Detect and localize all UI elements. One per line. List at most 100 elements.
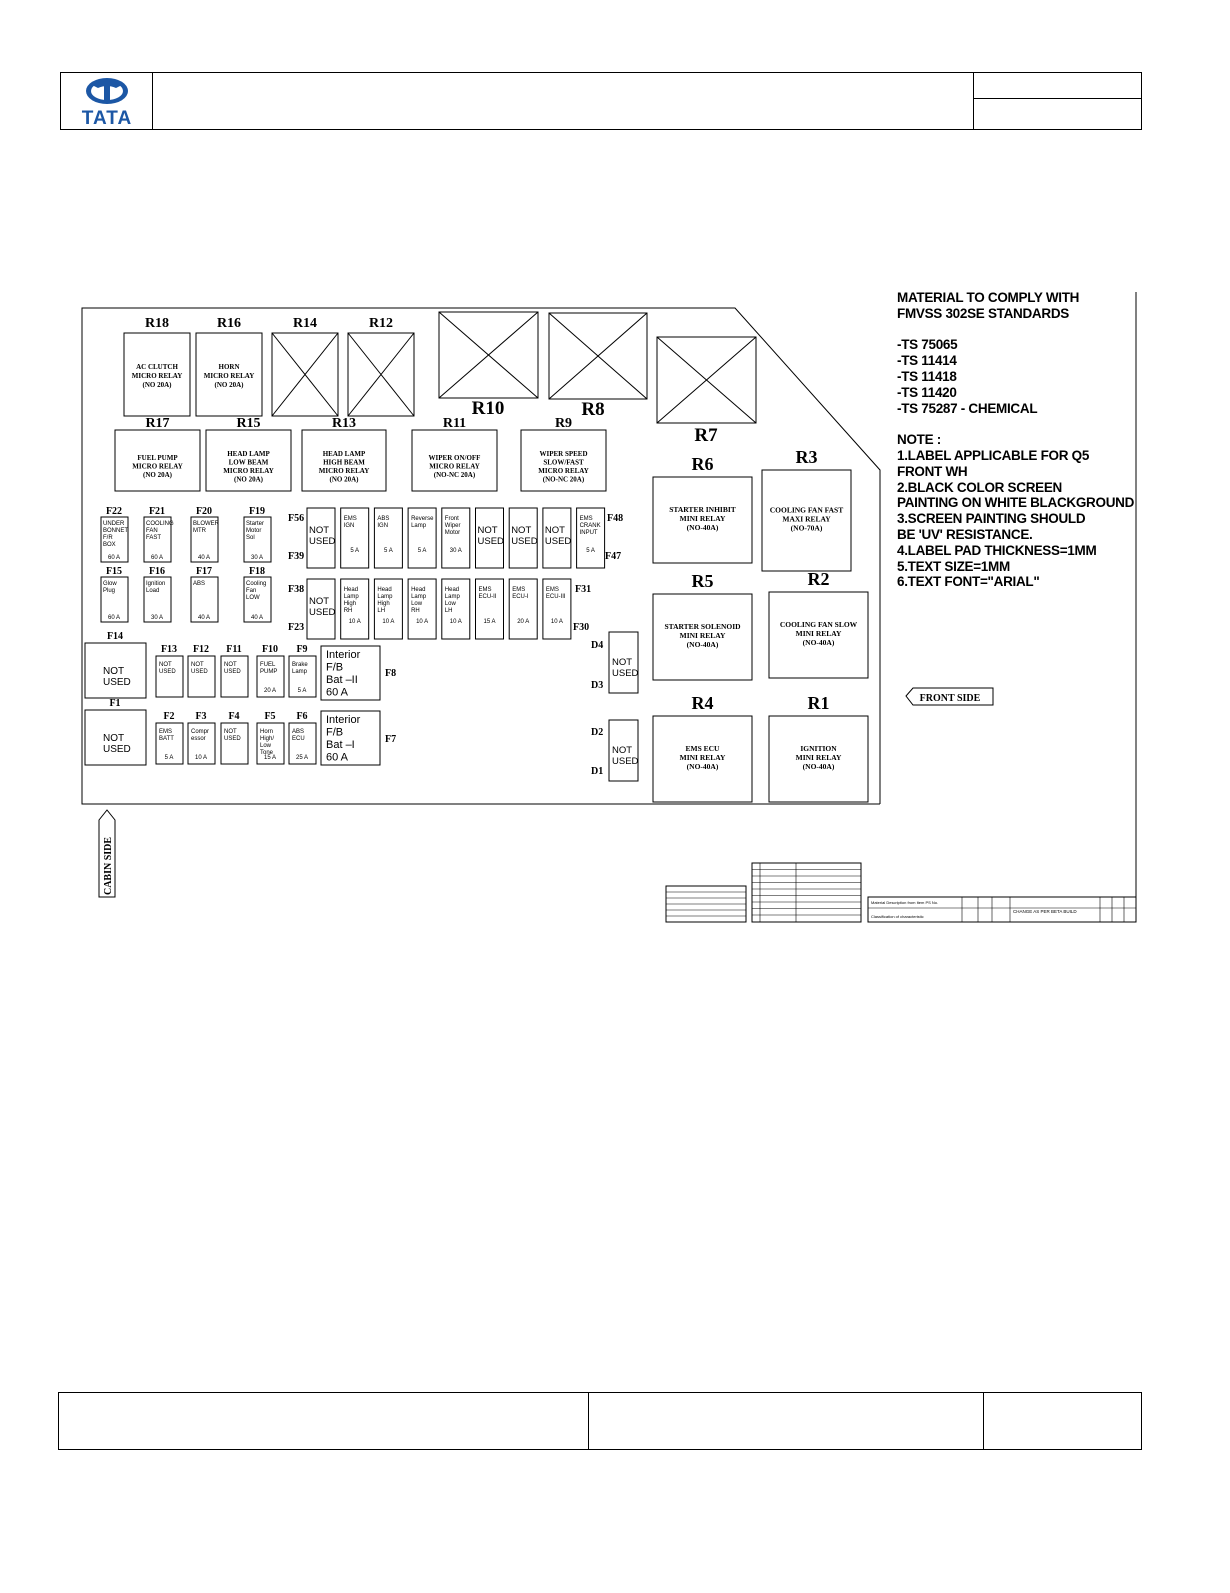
fuse-id: F8 <box>385 668 396 679</box>
fuse-slot <box>441 507 471 569</box>
fuse-id: F2 <box>163 711 174 722</box>
fuse-label: 60 A <box>326 752 349 764</box>
relay-r5 <box>652 593 753 681</box>
note-line: -TS 75287 - CHEMICAL <box>897 400 1038 416</box>
relay-label: MINI RELAY <box>796 753 842 762</box>
relay-label: (NO-40A) <box>803 762 835 771</box>
fuse-label: High <box>377 601 389 607</box>
relay-r1 <box>768 715 869 803</box>
fuse-label: Compr <box>191 729 209 735</box>
diode-slot <box>608 631 639 694</box>
relay-label: MINI RELAY <box>680 514 726 523</box>
fuse-label: Low <box>445 601 457 607</box>
relay-r18 <box>123 332 191 417</box>
fuse-label: Tone <box>260 750 274 756</box>
fuse-rating: 5 A <box>586 548 595 554</box>
fuse-f6 <box>288 722 317 765</box>
fuse-label: NOT <box>478 525 498 536</box>
fuse-label: PUMP <box>260 669 277 675</box>
fuse-label: F/B <box>326 662 343 674</box>
fuse-id: F10 <box>262 644 278 655</box>
relay-label: EMS ECU <box>686 744 721 753</box>
diode-id: D4 <box>591 640 603 651</box>
fuse-id: F5 <box>264 711 275 722</box>
fuse-rating: 10 A <box>349 619 361 625</box>
diode-id: D2 <box>591 727 603 738</box>
fuse-label: LOW <box>246 595 260 601</box>
diode-slot <box>608 719 639 782</box>
fuse-label: Glow <box>103 581 117 587</box>
relay-label: (NO-NC 20A) <box>434 471 476 479</box>
fuse-label: Motor <box>246 528 261 534</box>
fuse-label: USED <box>103 744 131 755</box>
fuse-range-label: F56 <box>288 513 304 524</box>
fuse-label: UNDER <box>103 521 125 527</box>
note-line: 4.LABEL PAD THICKNESS=1MM <box>897 542 1097 558</box>
fuse-id: F15 <box>106 566 122 577</box>
fuse-rating: 10 A <box>416 619 428 625</box>
fuse-label: MTR <box>193 528 207 534</box>
relay-label: FUEL PUMP <box>137 454 178 462</box>
fuse-label: RH <box>344 608 353 614</box>
fuse-label: USED <box>511 536 538 547</box>
note-line: -TS 11414 <box>897 353 957 369</box>
fuse-slot <box>373 578 403 640</box>
fuse-f3 <box>187 722 216 765</box>
relay-label: (NO-40A) <box>687 762 719 771</box>
relay-label: HORN <box>219 363 240 371</box>
fuse-rating: 5 A <box>298 688 307 694</box>
cabin-side-label: CABIN SIDE <box>103 837 114 895</box>
fuse-rating: 40 A <box>198 615 210 621</box>
fuse-label: USED <box>103 677 131 688</box>
title-block <box>867 896 1137 923</box>
fuse-label: BATT <box>159 736 174 742</box>
relay-label: HEAD LAMP <box>323 450 366 458</box>
fuse-label: Interior <box>326 714 361 726</box>
relay-label: COOLING FAN SLOW <box>780 620 858 629</box>
fuse-rating: 30 A <box>450 548 462 554</box>
relay-r7-cross <box>656 336 757 424</box>
fuse-label: NOT <box>224 662 237 668</box>
logo-text: TATA <box>82 108 132 129</box>
fuse-label: NOT <box>309 525 329 536</box>
relay-label: LOW BEAM <box>229 459 269 467</box>
fuse-range-label: F30 <box>573 622 589 633</box>
fuse-slot <box>407 507 437 569</box>
relay-label: HEAD LAMP <box>227 450 270 458</box>
fuse-label: USED <box>545 536 572 547</box>
relay-label: (NO-40A) <box>803 638 835 647</box>
relay-id: R17 <box>145 416 169 431</box>
fuse-label: ECU-II <box>479 594 497 600</box>
fuse-f19 <box>243 516 272 563</box>
fuse-box-outline <box>81 307 881 805</box>
fuse-label: Ignition <box>146 581 165 587</box>
note-line: FRONT WH <box>897 463 968 479</box>
relay-r14 <box>271 332 339 417</box>
relay-label: STARTER SOLENOID <box>664 622 741 631</box>
fuse-f18 <box>243 576 272 623</box>
fuse-label: Plug <box>103 588 115 594</box>
fuse-id: F14 <box>107 631 123 642</box>
fuse-label: essor <box>191 736 206 742</box>
relay-id: R12 <box>369 316 393 331</box>
fuse-label: Motor <box>445 530 460 536</box>
header-ref-cell-bottom <box>973 99 1141 129</box>
fuse-label: NOT <box>511 525 531 536</box>
relay-r10 <box>438 311 539 399</box>
fuse-rating: 10 A <box>195 755 207 761</box>
fuse-label: NOT <box>224 729 237 735</box>
note-line: 3.SCREEN PAINTING SHOULD <box>897 511 1086 527</box>
fuse-rating: 25 A <box>296 755 308 761</box>
fuse-id: F12 <box>193 644 209 655</box>
front-side-arrow <box>905 687 994 706</box>
relay-id: R9 <box>555 416 572 431</box>
relay-r2 <box>768 591 869 679</box>
fuse-id: F20 <box>196 506 212 517</box>
fuse-label: Lamp <box>445 594 461 600</box>
fuse-rating: 40 A <box>198 555 210 561</box>
note-line: BE 'UV' RESISTANCE. <box>897 526 1033 542</box>
fuse-range-label: F48 <box>607 513 623 524</box>
fuse-slot <box>475 507 504 569</box>
fuse-rating: 30 A <box>251 555 263 561</box>
